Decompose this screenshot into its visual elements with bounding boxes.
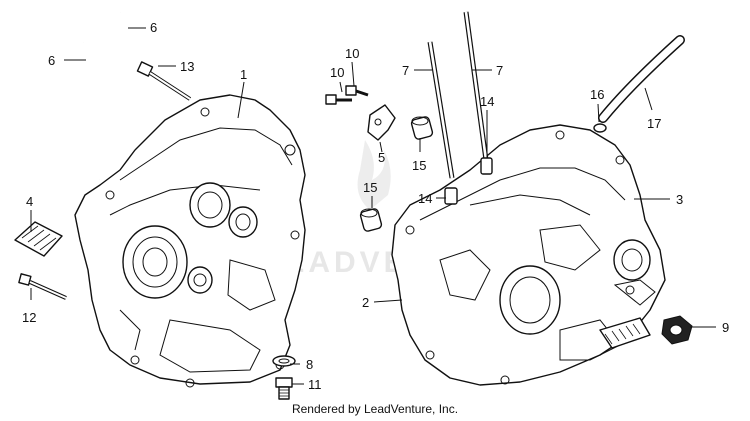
callout-13: 13 (180, 59, 194, 74)
stud-bolt-7-left (427, 41, 455, 179)
callout-3: 3 (676, 192, 683, 207)
dowel-pin-14a (480, 157, 493, 175)
nut-9 (661, 315, 693, 345)
leader-lines (30, 27, 716, 385)
left-crankcase (74, 94, 306, 388)
callout-9: 9 (722, 320, 729, 335)
callout-2: 2 (362, 295, 369, 310)
callout-4: 4 (26, 194, 33, 209)
callout-1: 1 (240, 67, 247, 82)
callout-14-top: 14 (480, 94, 494, 109)
dowel-15b (359, 208, 383, 232)
dowel-pin-14b (444, 187, 458, 205)
clip-16 (593, 123, 607, 133)
stud-bolt-right (119, 11, 135, 151)
callout-6-left: 6 (48, 53, 55, 68)
stud-bolt-left (82, 41, 101, 181)
callout-11: 11 (308, 377, 322, 392)
stud-bolt-7-right (463, 11, 489, 161)
callout-6-right: 6 (150, 20, 157, 35)
callout-17: 17 (647, 116, 661, 131)
callout-5: 5 (378, 150, 385, 165)
render-credit: Rendered by LeadVenture, Inc. (291, 402, 459, 416)
bolt-13 (136, 61, 192, 101)
cover-plate-4 (14, 221, 63, 257)
callout-labels: 1 2 3 4 5 6 6 7 7 8 9 10 10 11 12 13 14 … (22, 20, 729, 392)
dowel-15a (410, 116, 434, 140)
washer-8 (272, 355, 296, 367)
right-crankcase (391, 124, 666, 386)
drain-bolt-11 (275, 377, 293, 400)
bolt-10a (325, 94, 352, 105)
callout-12: 12 (22, 310, 36, 325)
callout-16: 16 (590, 87, 604, 102)
callout-15-left: 15 (363, 180, 377, 195)
callout-10-left: 10 (330, 65, 344, 80)
callout-7-left: 7 (402, 63, 409, 78)
callout-7-right: 7 (496, 63, 503, 78)
callout-15-top: 15 (412, 158, 426, 173)
breather-tube-17 (598, 35, 685, 123)
callout-8: 8 (306, 357, 313, 372)
callout-10-right: 10 (345, 46, 359, 61)
bolt-12 (18, 273, 67, 300)
bolt-10b (345, 85, 369, 97)
callout-14-left: 14 (418, 191, 432, 206)
bracket-5 (367, 104, 396, 141)
